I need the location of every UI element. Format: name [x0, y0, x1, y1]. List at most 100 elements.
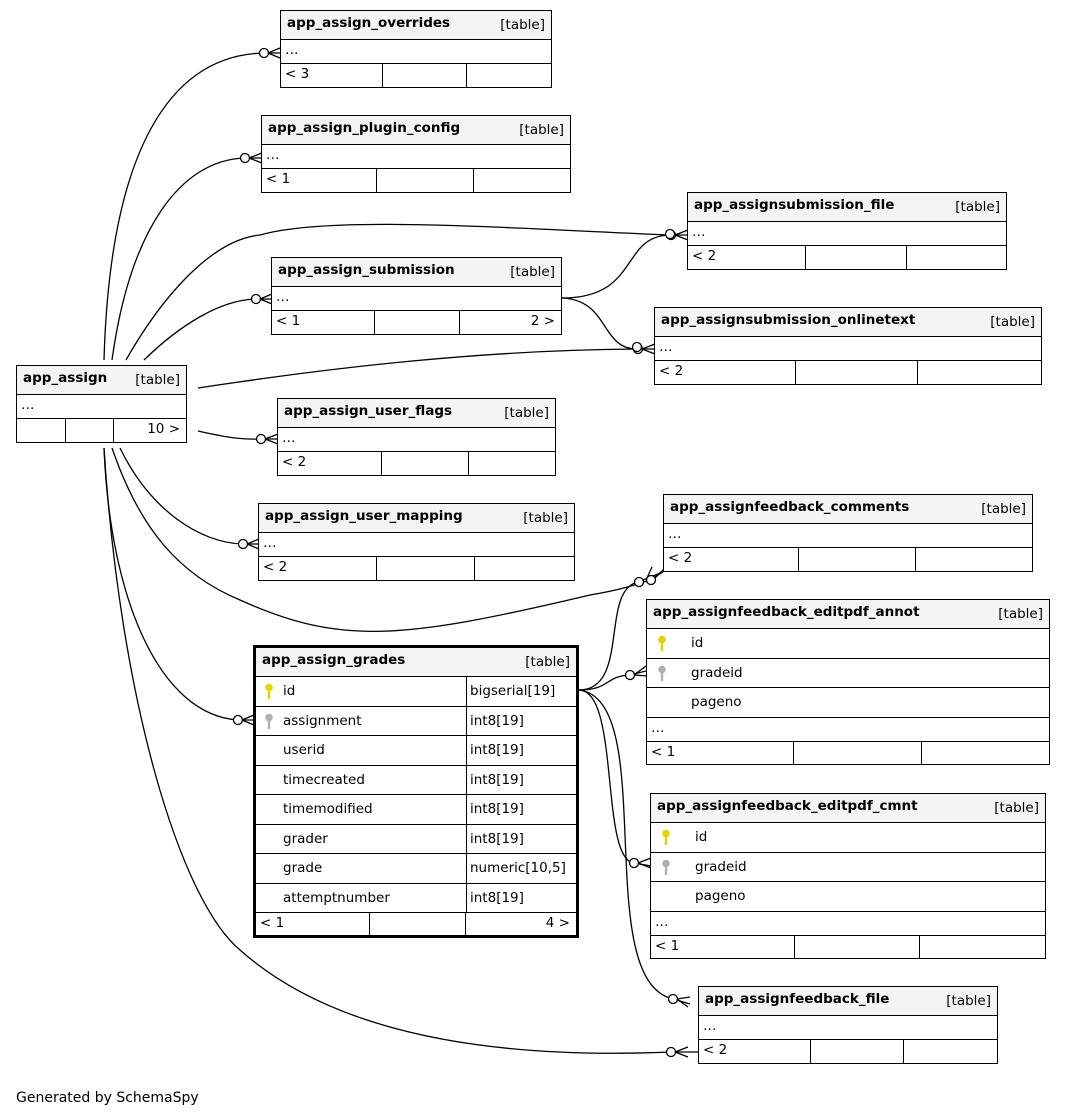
table-name: app_assignfeedback_file: [705, 991, 890, 1007]
table-app-assignsubmission-file[interactable]: app_assignsubmission_file[table] … < 2: [687, 192, 1007, 270]
edge-plugin-config: [111, 157, 262, 361]
ellipsis-row: …: [278, 428, 555, 452]
generated-by-credit: Generated by SchemaSpy: [16, 1090, 199, 1106]
table-app-assign-overrides[interactable]: app_assign_overrides[table] … < 3: [280, 10, 552, 88]
parents-count: < 2: [703, 1042, 728, 1058]
table-header: app_assign[table]: [17, 366, 186, 395]
table-name: app_assign_user_mapping: [265, 508, 463, 524]
table-kind: [table]: [990, 314, 1035, 330]
table-footer: < 2: [259, 557, 574, 580]
parents-count: < 2: [282, 454, 307, 470]
table-app-assignfeedback-editpdf-cmnt[interactable]: app_assignfeedback_editpdf_cmnt[table] i…: [650, 793, 1046, 959]
table-app-assignsubmission-onlinetext[interactable]: app_assignsubmission_onlinetext[table] ……: [654, 307, 1042, 385]
edge-submission-file: [125, 223, 688, 361]
table-header: app_assign_submission[table]: [272, 258, 561, 287]
column-row: gradeid: [647, 659, 1049, 688]
column-row: pageno: [647, 688, 1049, 718]
column-type: int8[19]: [470, 830, 524, 847]
table-name: app_assignfeedback_editpdf_annot: [653, 604, 920, 620]
edge-grades: [103, 447, 254, 721]
parents-count: < 1: [266, 171, 291, 187]
column-name: userid: [283, 742, 325, 758]
ellipsis-row: …: [17, 395, 186, 419]
edge-overrides: [103, 52, 280, 361]
table-app-assign-user-mapping[interactable]: app_assign_user_mapping[table] … < 2: [258, 503, 575, 581]
table-name: app_assign_plugin_config: [268, 120, 461, 136]
ellipsis-row: …: [688, 222, 1006, 246]
table-footer: < 2: [664, 548, 1032, 571]
column-name: timemodified: [283, 801, 373, 817]
parents-count: < 2: [668, 550, 693, 566]
table-header: app_assignsubmission_onlinetext[table]: [655, 308, 1041, 337]
column-row: pageno: [651, 882, 1045, 912]
column-type: int8[19]: [470, 889, 524, 906]
edge-onlinetext: [197, 348, 655, 389]
edge-feedback-comments: [111, 447, 664, 632]
parents-count: < 1: [276, 313, 301, 329]
ellipsis-row: …: [664, 524, 1032, 548]
table-app-assign-user-flags[interactable]: app_assign_user_flags[table] … < 2: [277, 398, 556, 476]
table-app-assignfeedback-file[interactable]: app_assignfeedback_file[table] … < 2: [698, 986, 998, 1064]
table-header: app_assign_user_mapping[table]: [259, 504, 574, 533]
edge-grades-cmnt: [578, 689, 652, 867]
column-type: numeric[10,5]: [470, 860, 566, 876]
edge-submission: [143, 298, 272, 361]
table-footer: < 2: [655, 361, 1041, 384]
parents-count: < 2: [263, 559, 288, 575]
column-row: id bigserial[19]: [256, 677, 576, 707]
parents-count: < 3: [285, 66, 310, 82]
table-footer: < 3: [281, 64, 551, 87]
parents-count: < 1: [655, 937, 680, 954]
column-name: gradeid: [691, 664, 743, 681]
table-kind: [table]: [525, 654, 570, 670]
column-row: timemodified int8[19]: [256, 795, 576, 825]
table-footer: < 1: [647, 741, 1049, 765]
column-row: gradeid: [651, 853, 1045, 882]
column-row: id: [647, 629, 1049, 659]
table-footer: < 2: [278, 452, 555, 475]
column-name: gradeid: [695, 858, 747, 875]
table-footer: < 2: [688, 246, 1006, 269]
column-type: int8[19]: [470, 712, 524, 729]
parents-count: < 1: [260, 915, 285, 931]
table-app-assignfeedback-editpdf-annot[interactable]: app_assignfeedback_editpdf_annot[table] …: [646, 599, 1050, 765]
table-app-assign-plugin-config[interactable]: app_assign_plugin_config [table] … < 1: [261, 115, 571, 193]
column-name: grade: [283, 860, 323, 876]
table-name: app_assignsubmission_file: [694, 197, 895, 213]
table-app-assign-grades[interactable]: app_assign_grades [table] id bigserial[19]…: [253, 645, 579, 938]
children-count: 4 >: [545, 915, 570, 931]
foreign-key-icon: [661, 859, 671, 880]
ellipsis-row: …: [262, 145, 570, 169]
table-app-assignfeedback-comments[interactable]: app_assignfeedback_comments[table] … < 2: [663, 494, 1033, 572]
primary-key-icon: [657, 635, 667, 656]
table-name: app_assign_overrides: [287, 15, 451, 31]
ellipsis-row: …: [655, 337, 1041, 361]
column-name: id: [691, 635, 704, 651]
column-type: bigserial[19]: [470, 683, 556, 699]
table-app-assign[interactable]: app_assign[table] … 10 >: [16, 365, 187, 443]
table-kind: [table]: [519, 122, 564, 138]
primary-key-icon: [661, 829, 671, 850]
column-type: int8[19]: [470, 801, 524, 817]
table-header: app_assignfeedback_editpdf_annot[table]: [647, 600, 1049, 629]
table-header: app_assignfeedback_comments[table]: [664, 495, 1032, 524]
children-count: 10 >: [147, 421, 180, 437]
table-kind: [table]: [994, 800, 1039, 816]
table-footer: < 1 4 >: [256, 913, 576, 936]
primary-key-icon: [264, 683, 274, 704]
table-footer: < 1: [651, 935, 1045, 959]
table-name: app_assignfeedback_comments: [670, 499, 910, 515]
table-kind: [table]: [135, 372, 180, 388]
table-name: app_assign_submission: [278, 262, 455, 278]
column-name: id: [283, 683, 296, 699]
parents-count: < 1: [651, 743, 676, 760]
parents-count: < 2: [659, 363, 684, 379]
table-name: app_assign_grades: [262, 652, 406, 668]
table-header: app_assign_grades [table]: [256, 648, 576, 677]
table-header: app_assignfeedback_editpdf_cmnt[table]: [651, 794, 1045, 823]
